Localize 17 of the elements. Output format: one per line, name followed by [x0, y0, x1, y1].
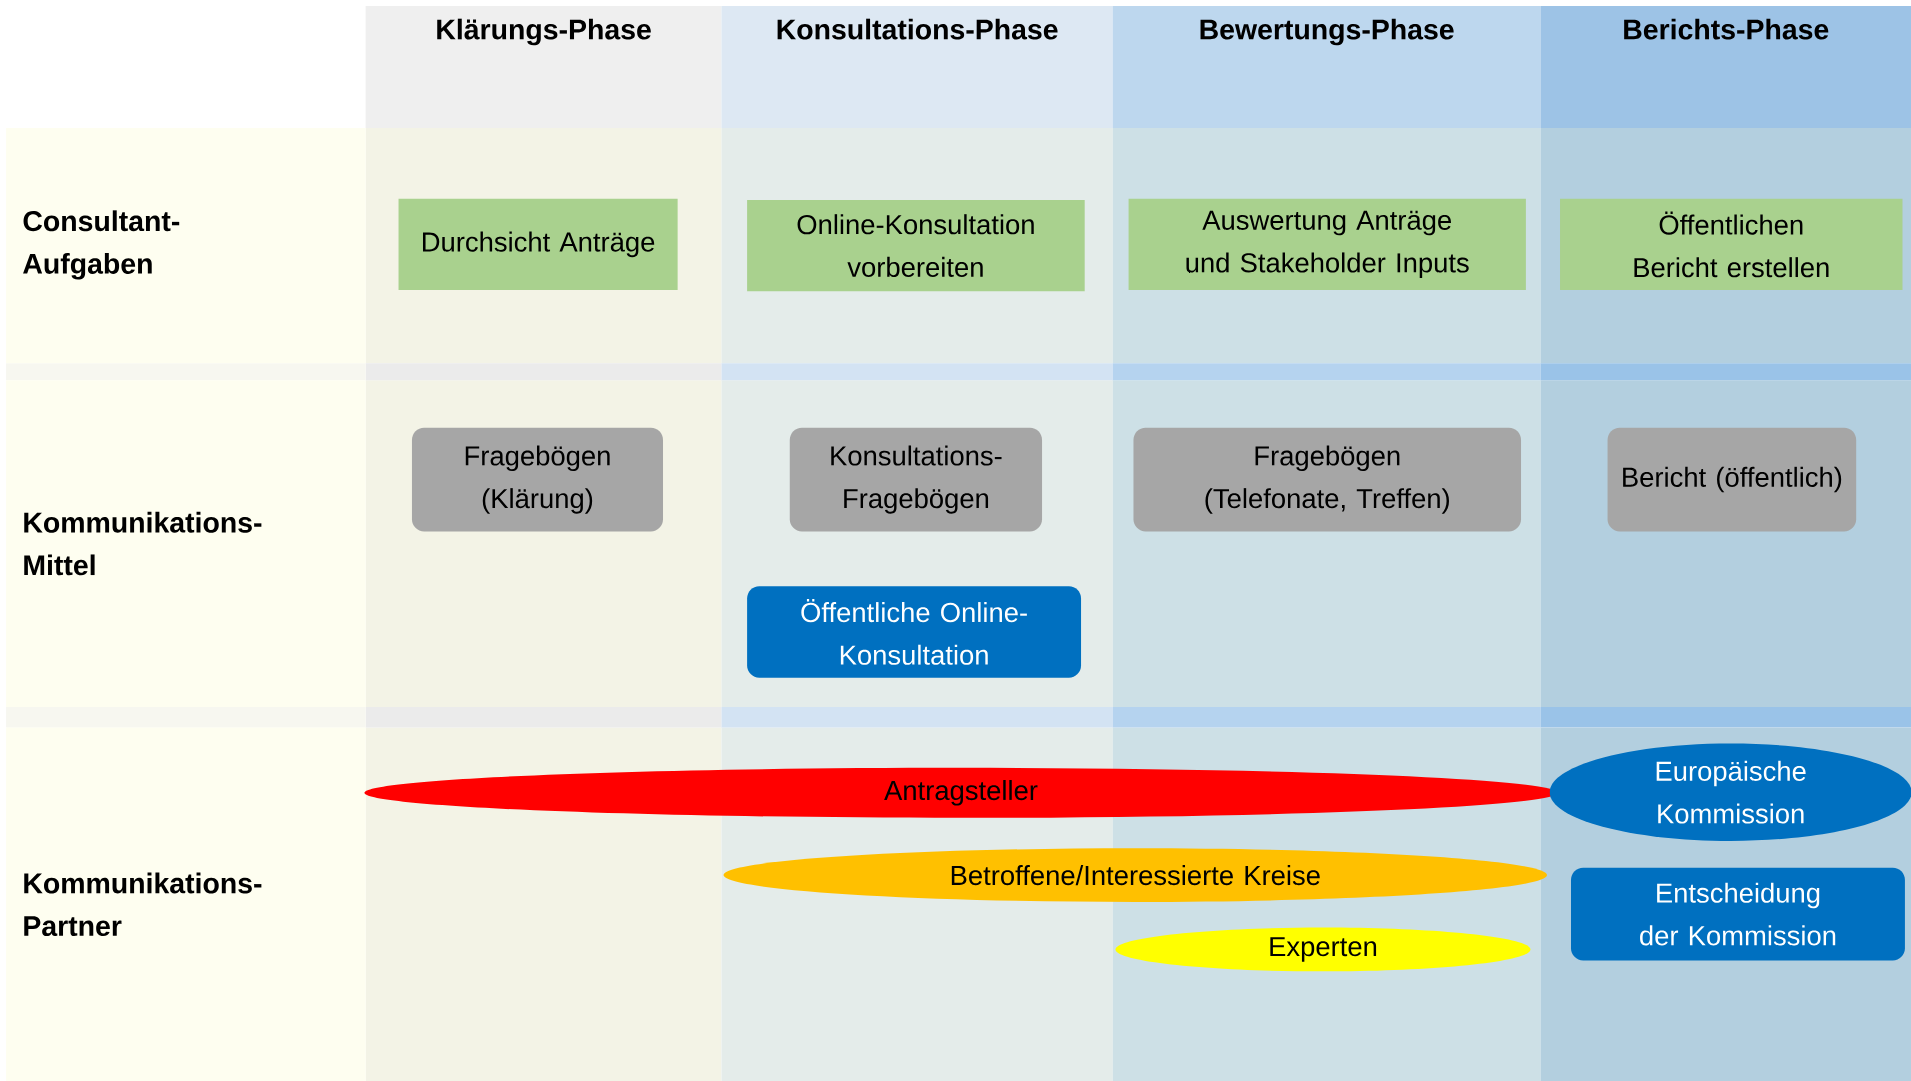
- medium-box: Öffentliche Online-Konsultation: [747, 586, 1082, 678]
- task-box: Online-Konsultation vorbereiten: [747, 199, 1085, 292]
- medium-box: Konsultations-Fragebögen: [789, 427, 1043, 532]
- task-box: Öffentlichen Bericht erstellen: [1560, 198, 1903, 291]
- phase-header: Konsultations-Phase: [721, 6, 1113, 128]
- task-box: Durchsicht Anträge: [398, 198, 678, 291]
- phase-header: Bewertungs-Phase: [1112, 6, 1541, 128]
- row-label: Consultant-Aufgaben: [6, 127, 366, 364]
- medium-box: Fragebögen (Telefonate, Treffen): [1133, 427, 1521, 532]
- medium-box: Fragebögen (Klärung): [411, 427, 663, 532]
- row-label: Kommunikations-Partner: [6, 727, 366, 1081]
- partner-box: Entscheidung der Kommission: [1571, 867, 1905, 961]
- row-label: Kommunikations-Mittel: [6, 380, 366, 707]
- medium-box: Bericht (öffentlich): [1607, 427, 1857, 532]
- phase-header: Klärungs-Phase: [365, 6, 722, 128]
- phase-header: Berichts-Phase: [1540, 6, 1911, 128]
- task-box: Auswertung Anträge und Stakeholder Inputs: [1128, 198, 1526, 291]
